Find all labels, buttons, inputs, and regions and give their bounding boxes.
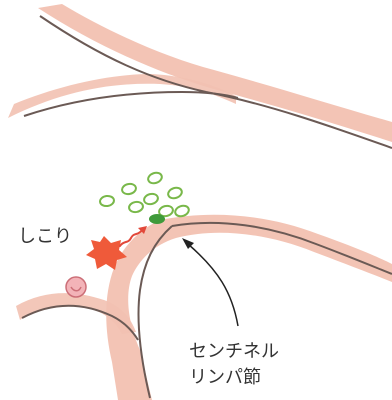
tumor-label: しこり: [18, 226, 72, 247]
lymph-node: [121, 183, 137, 196]
sentinel-pointer: [182, 238, 238, 326]
lymph-node: [128, 201, 144, 213]
lymph-node: [143, 192, 159, 205]
sentinel-label-line1: センチネル: [189, 341, 279, 362]
lymph-node: [99, 195, 114, 207]
upper-skin-band: [8, 4, 392, 148]
lymph-node: [167, 186, 183, 200]
lymph-node: [147, 171, 163, 185]
upper-band-fill: [38, 4, 392, 142]
nipple-icon: [66, 277, 86, 297]
sentinel-node-icon: [149, 214, 165, 224]
pointer-line: [188, 244, 238, 326]
sentinel-label-line2: リンパ節: [189, 367, 261, 388]
lymph-nodes: [99, 171, 190, 218]
